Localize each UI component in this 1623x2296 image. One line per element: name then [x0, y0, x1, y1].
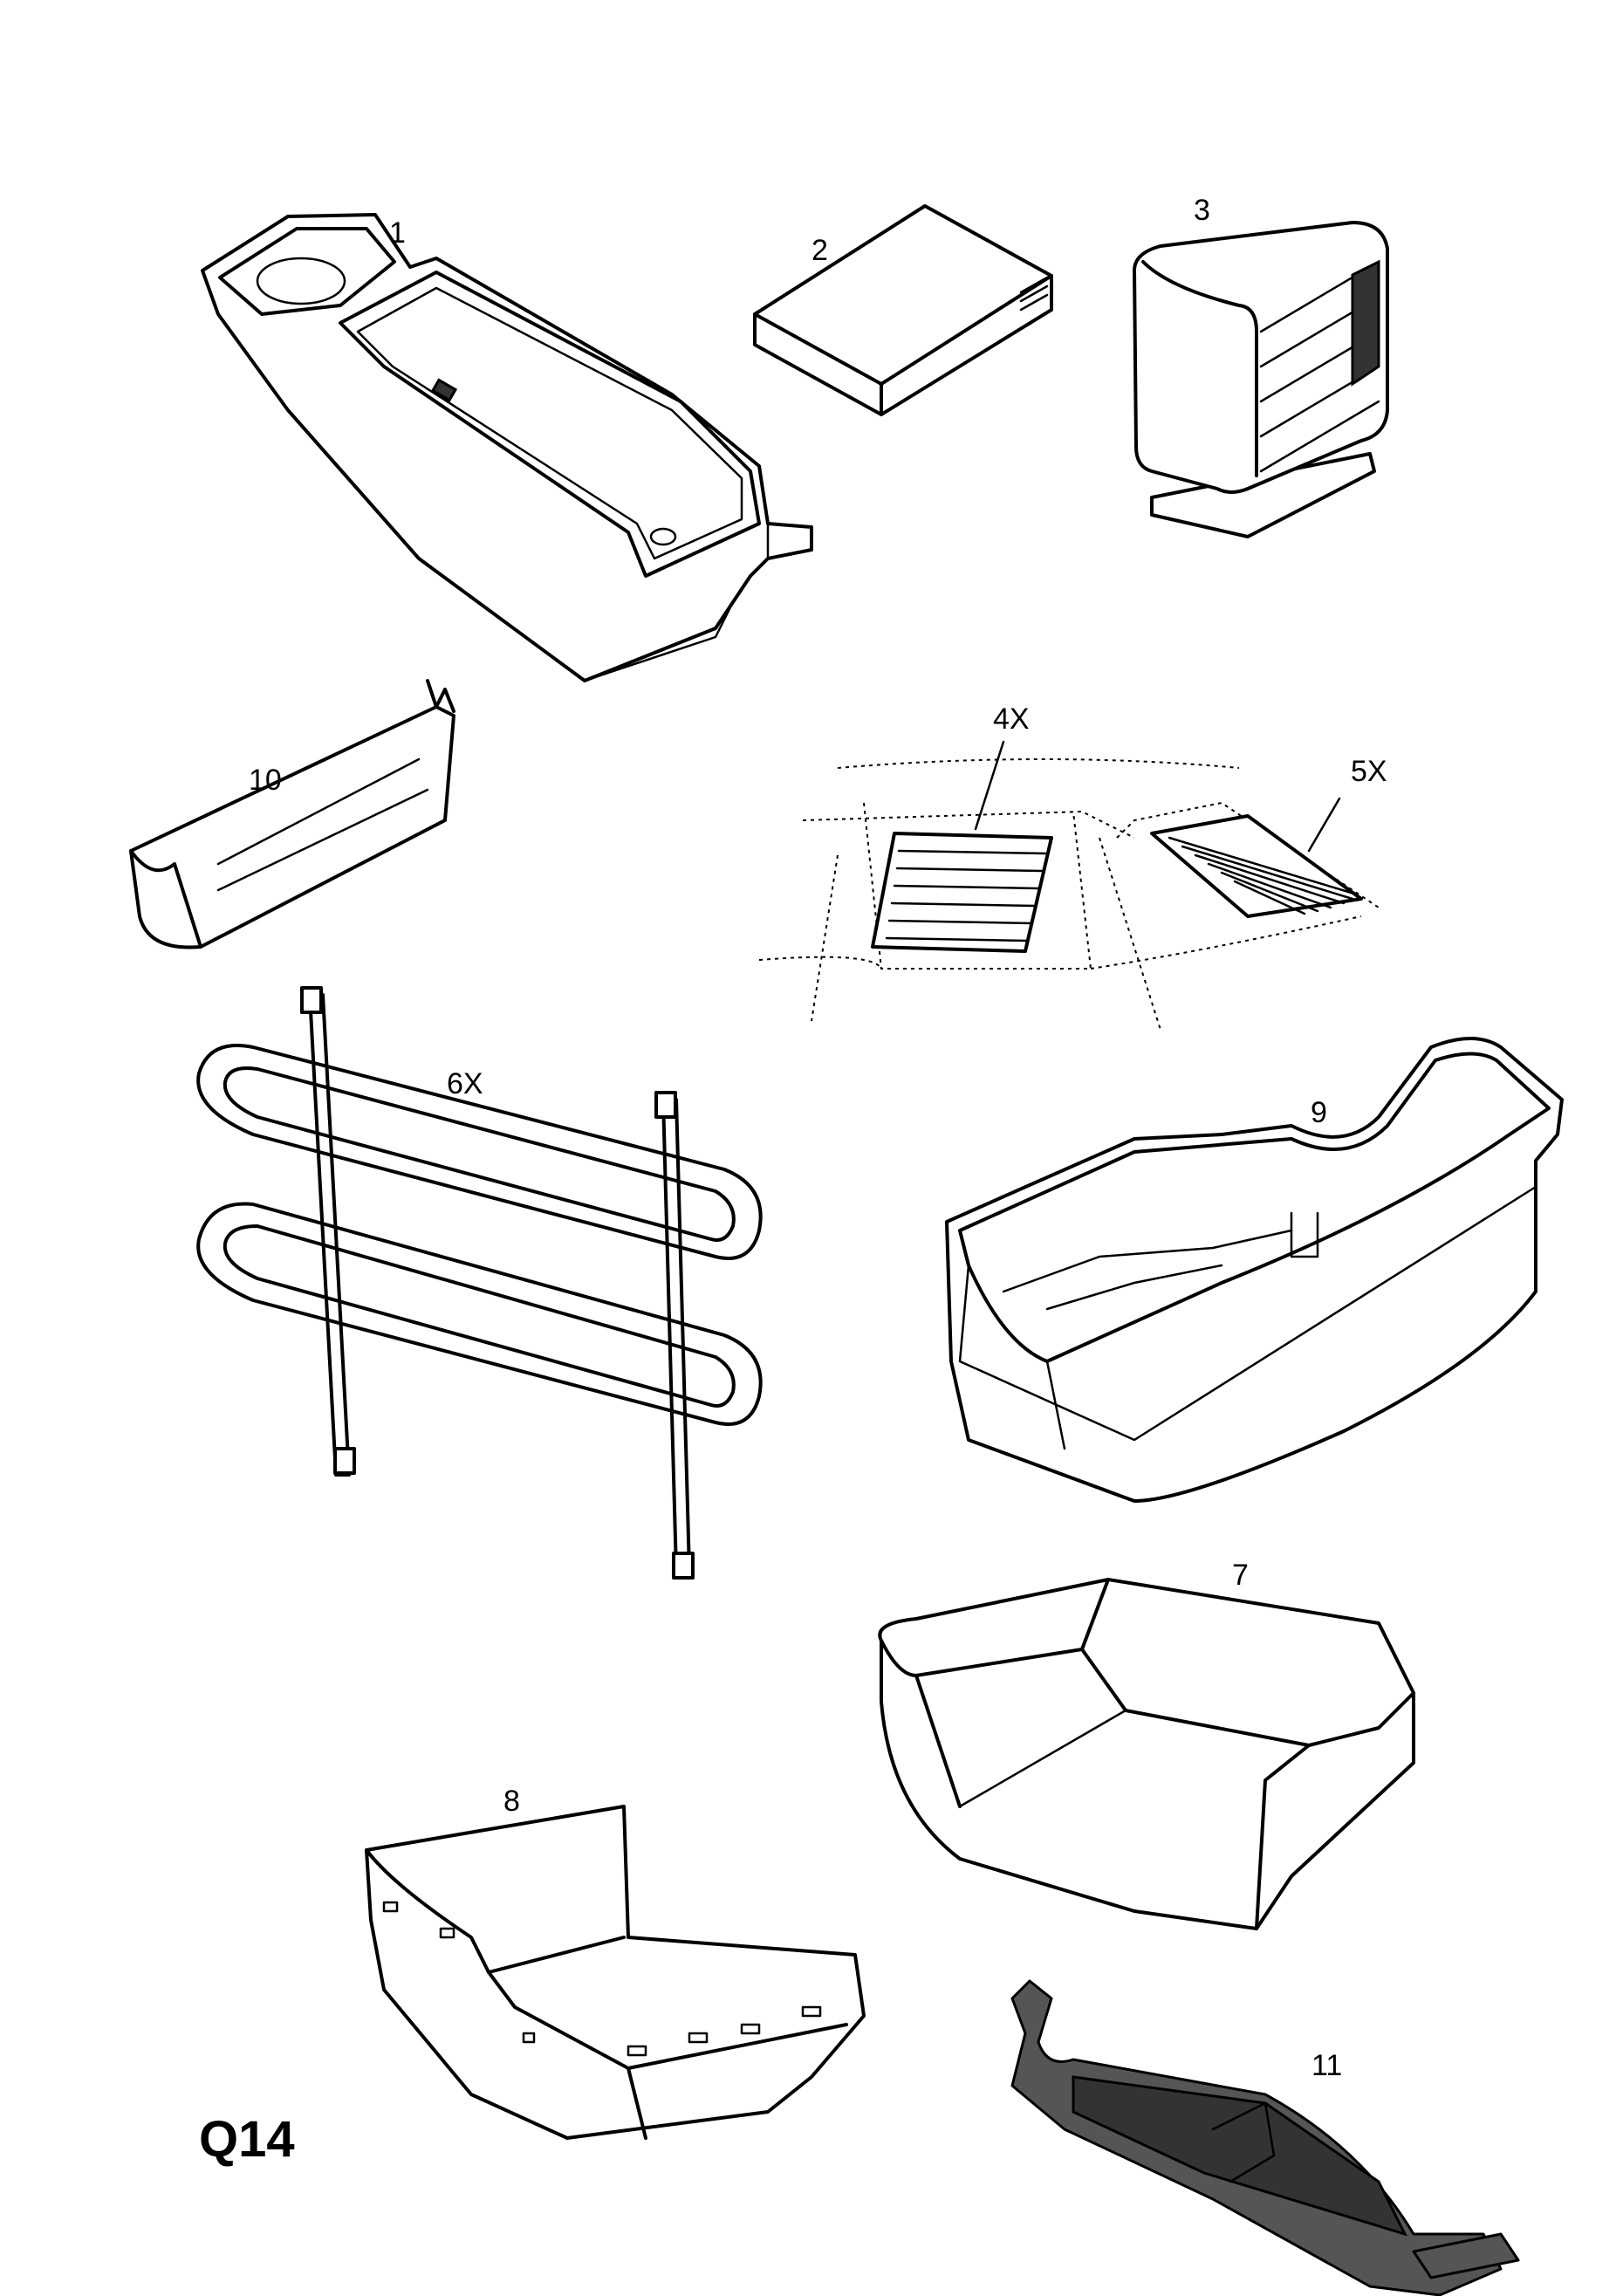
- part-11-dark-tray: 11: [1010, 1979, 1520, 2296]
- part-2-storage-box: 2: [753, 204, 1053, 416]
- callout-5x: 5X: [1351, 755, 1387, 788]
- callout-2: 2: [812, 234, 828, 267]
- callout-11: 11: [1311, 2049, 1342, 2082]
- part-7-liner: 7: [878, 1559, 1415, 1930]
- callout-6x: 6X: [447, 1067, 483, 1100]
- callout-8: 8: [503, 1785, 520, 1818]
- callout-10: 10: [249, 764, 282, 797]
- callout-4x: 4X: [993, 703, 1030, 736]
- parts-4-5-vents: 4X 5X: [758, 703, 1387, 1031]
- callout-1: 1: [389, 216, 406, 250]
- callout-7: 7: [1232, 1559, 1249, 1592]
- part-9-tray: 9: [945, 1037, 1564, 1503]
- callout-9: 9: [1311, 1096, 1327, 1129]
- page-code-label: Q14: [199, 2111, 295, 2168]
- part-6-rack: 6X: [196, 986, 763, 1580]
- part-3-cabinet: 3: [1133, 194, 1389, 538]
- part-10-bracket: 10: [129, 679, 455, 949]
- part-8-mat: 8: [365, 1785, 866, 2140]
- callout-3: 3: [1194, 194, 1210, 227]
- part-1-center-console: 1: [201, 213, 813, 682]
